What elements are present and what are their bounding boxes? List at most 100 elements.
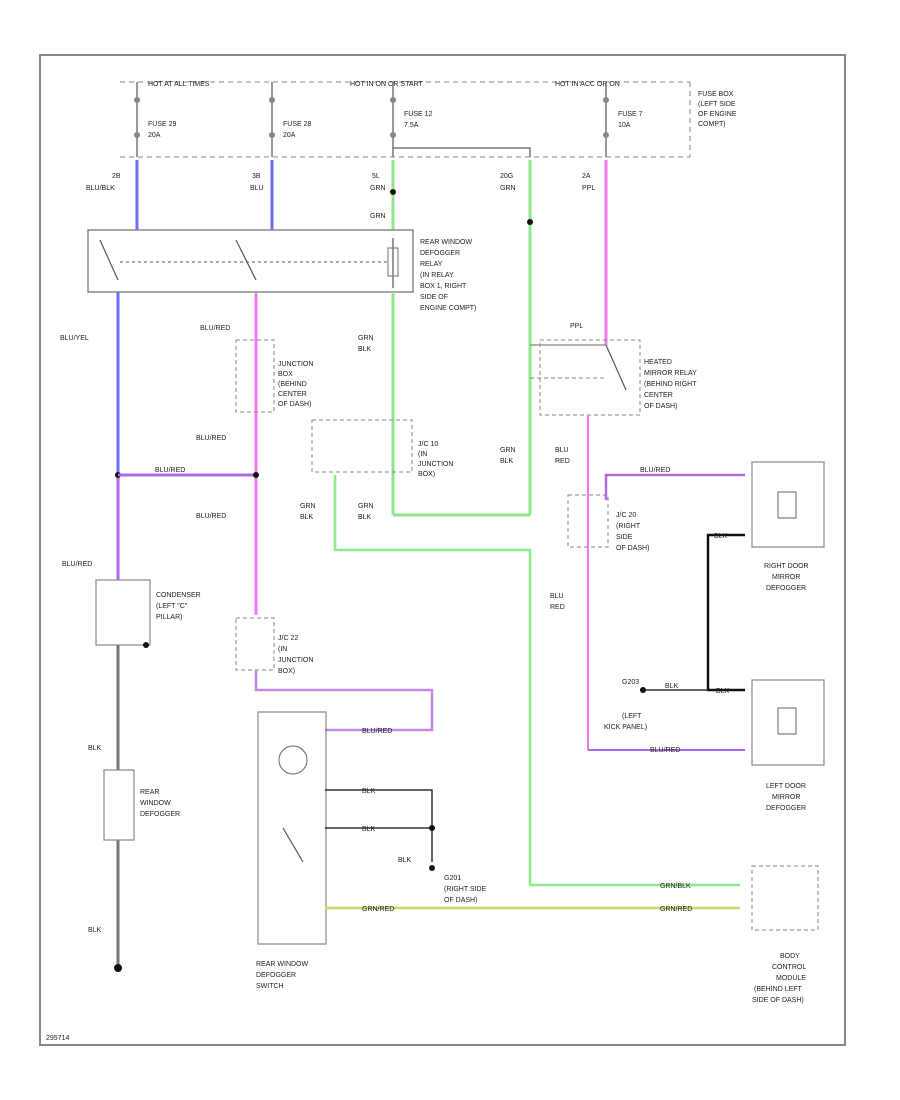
jc22-l1: J/C 22 (278, 635, 298, 642)
w4-pin: 20G (500, 173, 513, 180)
w1-pin: 2B (112, 173, 121, 180)
relay-l3: RELAY (420, 261, 443, 268)
jb1-l3: (BEHIND (278, 381, 307, 388)
w-blu-red-5: BLU/RED (62, 561, 92, 568)
w3-color: GRN (370, 185, 386, 192)
w-blu-red-a2: RED (555, 458, 570, 465)
w5-color: PPL (582, 185, 595, 192)
relay-l7: ENGINE COMPT) (420, 305, 476, 312)
wire-blu-red-switch (254, 670, 434, 732)
w-blk-3: BLK (714, 533, 728, 540)
w-grn-red-1: GRN/RED (362, 906, 394, 913)
w-blk-2: BLK (88, 927, 102, 934)
mr-l5: OF DASH) (644, 403, 677, 410)
w-blu-red-a1: BLU (555, 447, 569, 454)
lm-l1: LEFT DOOR (766, 783, 806, 790)
rm-l3: DEFOGGER (766, 585, 806, 592)
w-blk-g: BLK (398, 857, 412, 864)
splice-dot (527, 219, 533, 225)
defogger-relay-box (87, 229, 414, 293)
w-grn-blk-h: GRN/BLK (660, 883, 691, 890)
body-control-module (751, 865, 819, 931)
mr-l4: CENTER (644, 392, 673, 399)
right-mirror-box (751, 461, 825, 548)
bcm-l5: SIDE OF DASH) (752, 997, 804, 1004)
w-blu-red-b2: RED (550, 604, 565, 611)
cond-l1: CONDENSER (156, 592, 201, 599)
fuse-box-l4: COMPT) (698, 121, 726, 128)
jc10-l1: J/C 10 (418, 441, 438, 448)
w-blu-red-1: BLU/RED (155, 467, 185, 474)
w-blu-red-4: BLU/RED (196, 513, 226, 520)
splice-dot (253, 472, 259, 478)
relay-contacts (99, 238, 399, 288)
ground-g203: G203 (622, 679, 639, 686)
w-blu-red-3: BLU/RED (196, 435, 226, 442)
left-mirror-box (751, 679, 825, 766)
w-grn-blk-2b: BLK (300, 514, 314, 521)
g201-l1: G201 (444, 875, 461, 882)
jc22-l2: (IN (278, 646, 287, 653)
jb1-l4: CENTER (278, 391, 307, 398)
wire-grn-blk-bcm (333, 475, 740, 887)
lm-l3: DEFOGGER (766, 805, 806, 812)
jc10-l3: JUNCTION (418, 461, 453, 468)
w-grn-blk-2a: GRN (300, 503, 316, 510)
rd-l2: WINDOW (140, 800, 171, 807)
fuse-c-name: FUSE 12 (404, 111, 433, 118)
indicator-lamp-icon (278, 745, 308, 775)
rm-l2: MIRROR (772, 574, 800, 581)
w4-color: GRN (500, 185, 516, 192)
jb1-l2: BOX (278, 371, 293, 378)
rm-l1: RIGHT DOOR (764, 563, 809, 570)
fuse-box-l3: OF ENGINE (698, 111, 737, 118)
w-blu-yel-label: BLU/YEL (60, 335, 89, 342)
left-kick-l1: (LEFT (622, 713, 642, 720)
w-blk-sw-2: BLK (362, 826, 376, 833)
bcm-l2: CONTROL (772, 964, 806, 971)
fuse-a-rating: 20A (148, 132, 161, 139)
jc10-l2: (IN (418, 451, 427, 458)
ground-dot (640, 687, 646, 693)
relay-l6: SIDE OF (420, 294, 448, 301)
rear-defogger-box (103, 769, 135, 841)
wire-blk-sw-1 (325, 789, 433, 862)
w-grn-red-2: GRN/RED (660, 906, 692, 913)
fuse-d-rating: 10A (618, 122, 631, 129)
power-bus (120, 81, 691, 158)
mr-l2: MIRROR RELAY (644, 370, 697, 377)
junction-box-1 (235, 339, 275, 413)
relay-l2: DEFOGGER (420, 250, 460, 257)
label-hot-always: HOT AT ALL TIMES (148, 81, 210, 88)
jb1-l1: JUNCTION (278, 361, 313, 368)
ground-dot (143, 642, 149, 648)
w-blk-4: BLK (665, 683, 679, 690)
mirror-relay-box (539, 339, 641, 416)
w-ppl-2: PPL (570, 323, 583, 330)
jc-22-box (235, 617, 275, 671)
bcm-l1: BODY (780, 953, 800, 960)
g201-l3: OF DASH) (444, 897, 477, 904)
w-blu-red-6: BLU/RED (650, 747, 680, 754)
fuse-box-l1: FUSE BOX (698, 91, 734, 98)
ground-dot (114, 964, 122, 972)
ground-dot (429, 865, 435, 871)
lm-l2: MIRROR (772, 794, 800, 801)
w-blu-red-sw: BLU/RED (362, 728, 392, 735)
jc22-l4: BOX) (278, 668, 295, 675)
jc20-l2: (RIGHT (616, 523, 641, 530)
w5-pin: 2A (582, 173, 591, 180)
splice-dot (390, 189, 396, 195)
w-blu-red-7: BLU/RED (640, 467, 670, 474)
w2-pin: 3B (252, 173, 261, 180)
w-blk-1: BLK (88, 745, 102, 752)
cond-l2: (LEFT "C" (156, 603, 188, 610)
sw-l3: SWITCH (256, 983, 284, 990)
w2-color: BLU (250, 185, 264, 192)
relay-l1: REAR WINDOW (420, 239, 473, 246)
w-blk-5: BLK (716, 688, 730, 695)
w3-pin: 5L (372, 173, 380, 180)
cond-l3: PILLAR) (156, 614, 182, 621)
relay-in-color: GRN (370, 213, 386, 220)
